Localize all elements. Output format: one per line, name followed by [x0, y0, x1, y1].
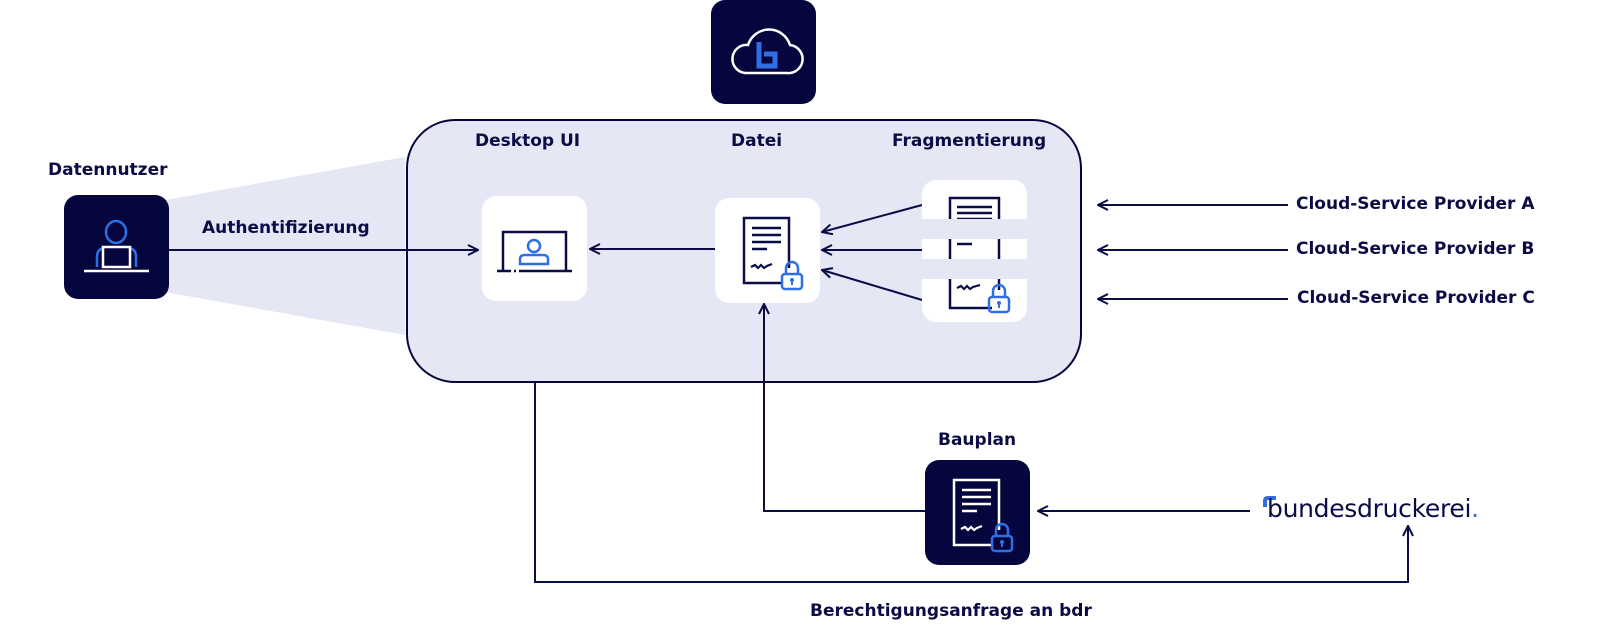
fragment-tile[interactable]: [922, 180, 1027, 322]
file-tile[interactable]: [715, 198, 820, 303]
user-label: Datennutzer: [48, 160, 168, 180]
user-at-laptop-icon: [84, 219, 149, 273]
bdr-logo-dot: .: [1471, 494, 1479, 523]
blueprint-tile[interactable]: [925, 460, 1030, 565]
bdr-bracket-icon: [1263, 496, 1276, 507]
provider-c-label: Cloud-Service Provider C: [1297, 288, 1535, 308]
top-logo-tile: [711, 0, 816, 104]
user-tile: [64, 195, 169, 299]
desktop-ui-tile[interactable]: [482, 196, 587, 301]
permission-label: Berechtigungsanfrage an bdr: [810, 601, 1092, 621]
auth-label: Authentifizierung: [202, 218, 370, 238]
blueprint-label: Bauplan: [938, 430, 1017, 450]
column-datei: Datei: [731, 131, 783, 151]
provider-a-label: Cloud-Service Provider A: [1296, 194, 1535, 214]
cloud-b-logo-icon: [731, 28, 804, 75]
fragment-a-arrow: [822, 204, 923, 232]
provider-b-label: Cloud-Service Provider B: [1296, 239, 1535, 259]
column-fragmentierung: Fragmentierung: [892, 131, 1047, 151]
laptop-user-icon: [497, 230, 572, 273]
blueprint-to-file-arrow: [764, 304, 925, 512]
bdr-logo-text: bundesdruckerei: [1267, 494, 1472, 523]
fragmented-document-icon: [922, 180, 1027, 322]
permission-request-arrow: [534, 383, 1408, 583]
column-desktop-ui: Desktop UI: [475, 131, 581, 151]
user-beam: [165, 157, 405, 335]
blueprint-locked-document-icon: [952, 478, 1014, 553]
fragment-c-arrow: [822, 270, 923, 301]
locked-document-icon: [742, 216, 804, 291]
